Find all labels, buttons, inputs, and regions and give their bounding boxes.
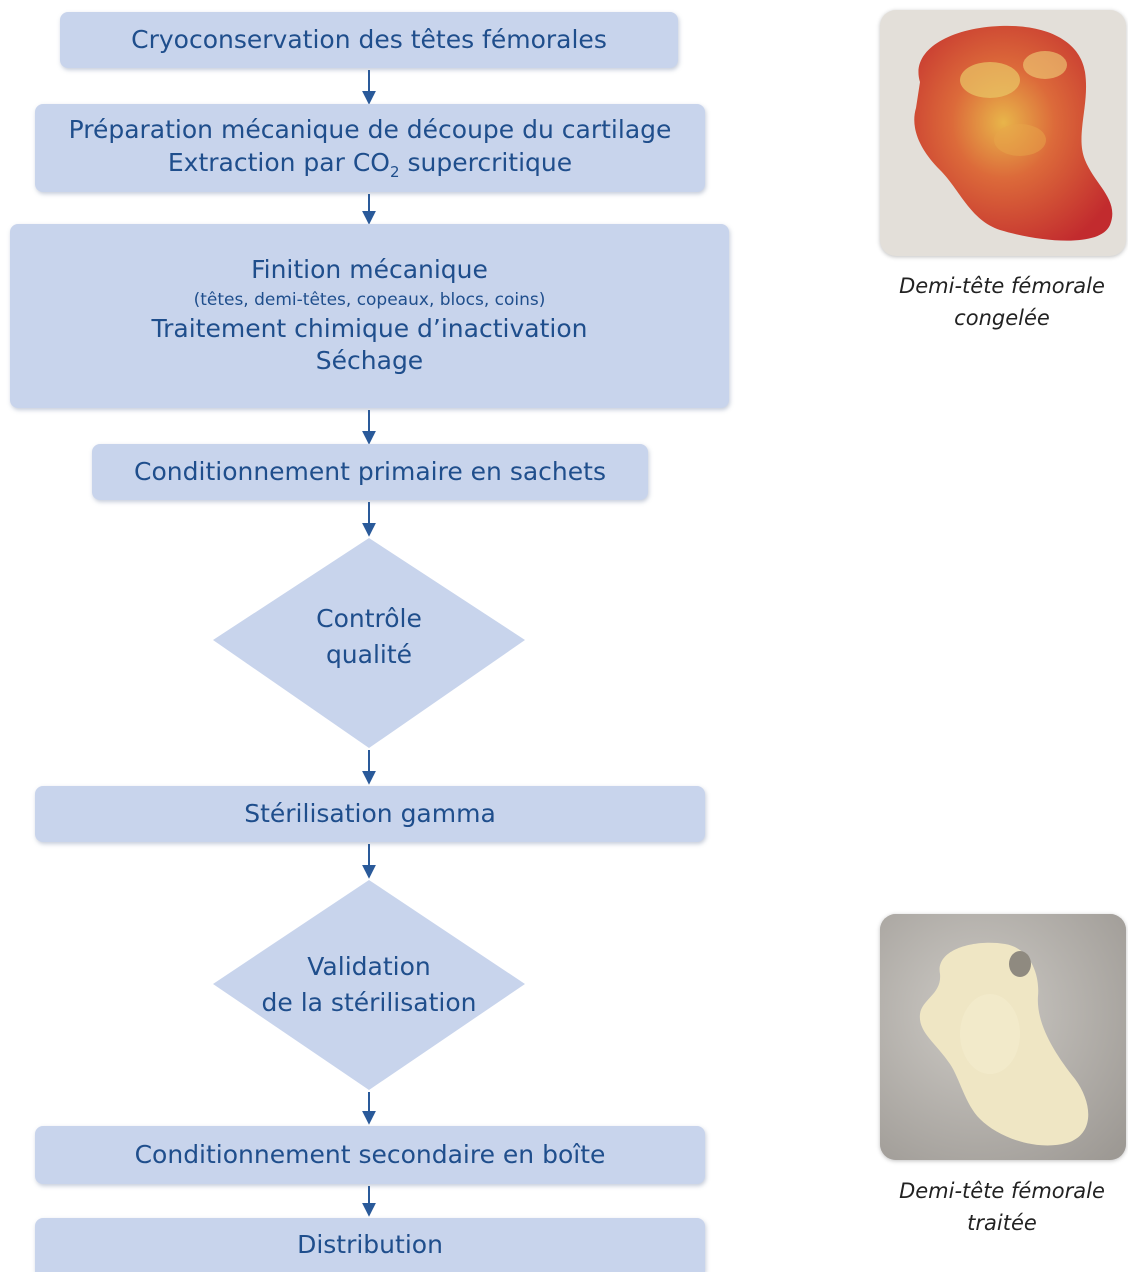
treated-photo-caption: Demi-tête fémorale traitée bbox=[872, 1175, 1128, 1239]
step-sechage-label: Séchage bbox=[315, 346, 424, 376]
frozen-caption-line1: Demi-tête fémorale bbox=[899, 274, 1105, 298]
controle-qualite-text: Contrôle qualité bbox=[253, 600, 485, 674]
step-conditionnement-primaire-label: Conditionnement primaire en sachets bbox=[134, 456, 606, 486]
step-conditionnement-secondaire: Conditionnement secondaire en boîte bbox=[35, 1126, 705, 1184]
step-finition-detail: (têtes, demi-têtes, copeaux, blocs, coin… bbox=[193, 289, 546, 310]
step-distribution: Distribution bbox=[35, 1218, 705, 1272]
frozen-photo-caption: Demi-tête fémorale congelée bbox=[872, 270, 1128, 334]
validation-diamond bbox=[213, 880, 525, 1090]
validation-line2: de la stérilisation bbox=[261, 988, 477, 1017]
treated-caption-line1: Demi-tête fémorale bbox=[899, 1179, 1105, 1203]
step-traitement-label: Traitement chimique d’inactivation bbox=[151, 313, 588, 343]
treated-femoral-head-photo bbox=[880, 914, 1126, 1160]
step-conditionnement-secondaire-label: Conditionnement secondaire en boîte bbox=[134, 1139, 606, 1169]
frozen-caption-line2: congelée bbox=[954, 306, 1050, 330]
step-extraction-label: Extraction par CO2 supercritique bbox=[167, 147, 573, 181]
frozen-femoral-head-photo bbox=[880, 10, 1126, 256]
controle-qualite-diamond bbox=[213, 538, 525, 748]
step-cryoconservation-label: Cryoconservation des têtes fémorales bbox=[131, 24, 607, 54]
step-preparation-label: Préparation mécanique de découpe du cart… bbox=[68, 115, 672, 144]
step-sterilisation-gamma-label: Stérilisation gamma bbox=[244, 798, 496, 828]
step-conditionnement-primaire: Conditionnement primaire en sachets bbox=[92, 444, 648, 500]
treated-caption-line2: traitée bbox=[967, 1211, 1037, 1235]
controle-qualite-line2: qualité bbox=[325, 640, 413, 669]
validation-line1: Validation bbox=[307, 952, 431, 981]
step-distribution-label: Distribution bbox=[297, 1229, 443, 1259]
step-preparation: Préparation mécanique de découpe du cart… bbox=[35, 104, 705, 192]
step-cryoconservation: Cryoconservation des têtes fémorales bbox=[60, 12, 678, 68]
step-finition-label: Finition mécanique bbox=[251, 255, 488, 285]
validation-text: Validation de la stérilisation bbox=[243, 948, 495, 1022]
step-sterilisation-gamma: Stérilisation gamma bbox=[35, 786, 705, 842]
step-finition: Finition mécanique (têtes, demi-têtes, c… bbox=[10, 224, 729, 408]
controle-qualite-line1: Contrôle bbox=[316, 604, 422, 633]
